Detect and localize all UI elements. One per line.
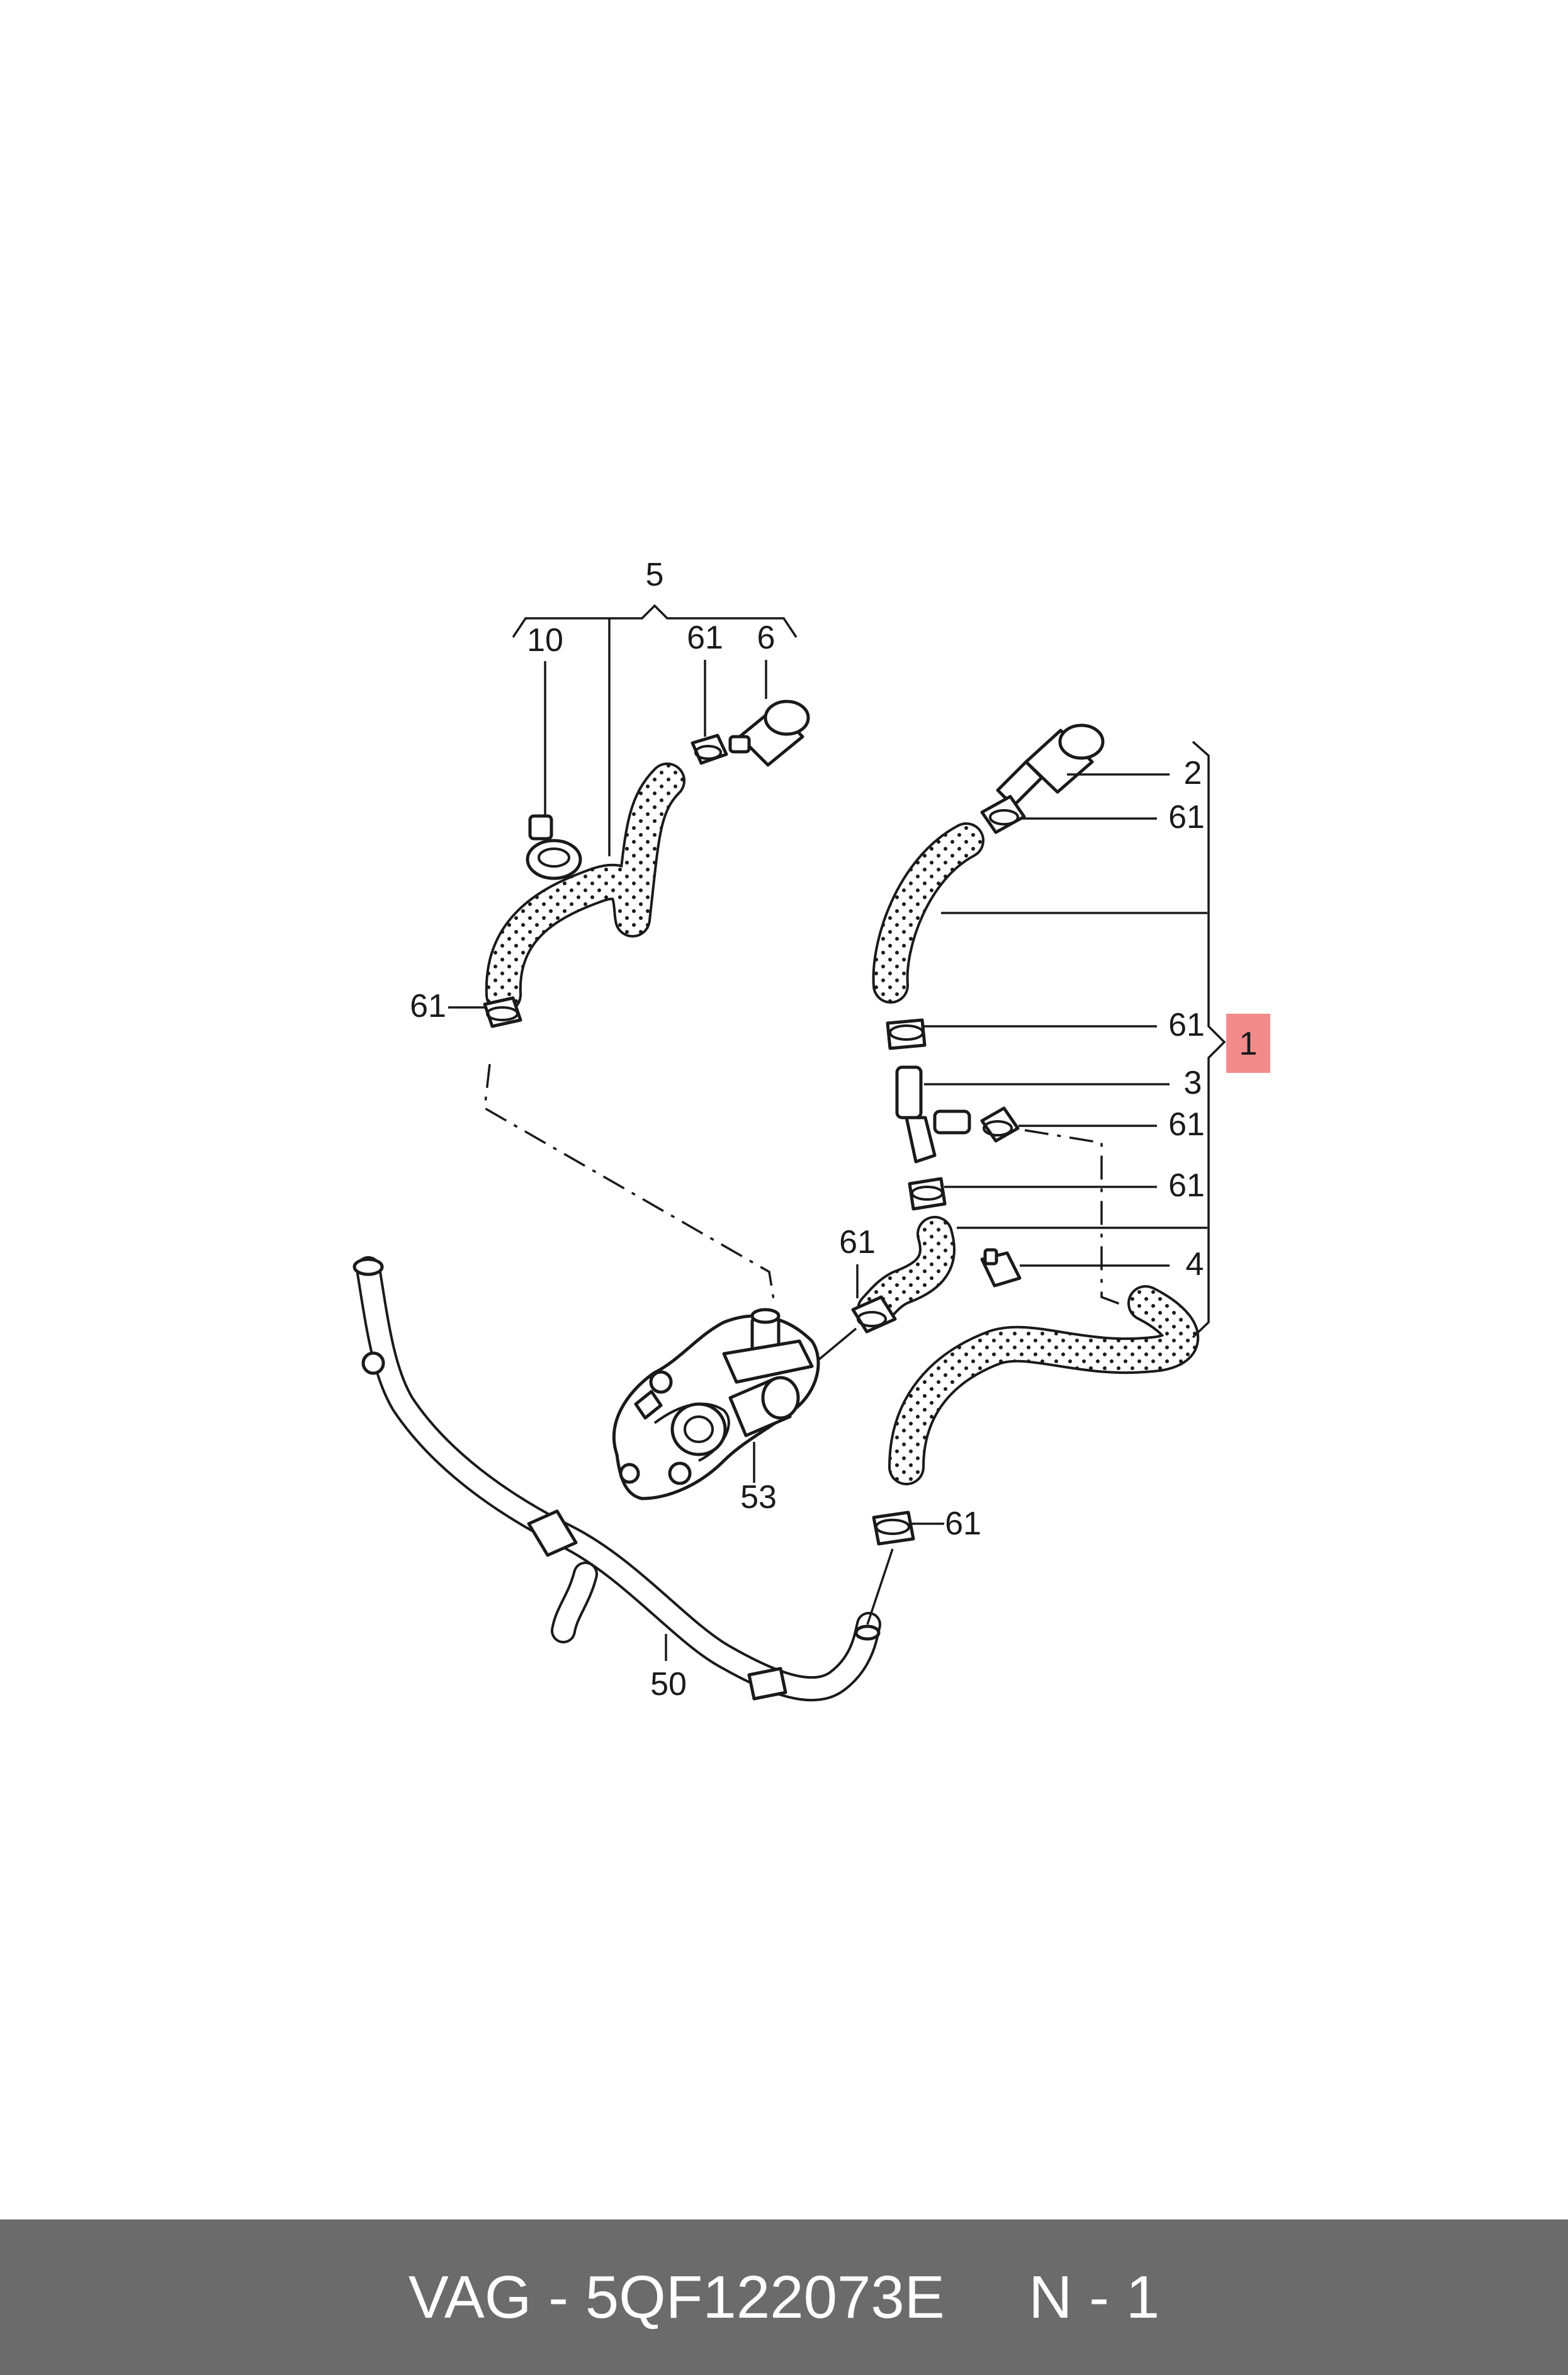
parts-diagram: 5 10 61 6 61	[353, 557, 1270, 1703]
label-61-bottom: 61	[945, 1505, 981, 1542]
label-6: 6	[757, 620, 776, 656]
connector-6: 6	[728, 620, 810, 767]
label-2: 2	[1184, 755, 1202, 791]
label-4: 4	[1186, 1246, 1204, 1283]
footer-bar: VAG - 5QF122073E N - 1	[0, 2219, 1568, 2375]
label-3: 3	[1184, 1065, 1202, 1101]
hose-right-upper	[872, 822, 984, 1004]
clamp-61-mid	[851, 1295, 897, 1334]
label-50: 50	[650, 1666, 687, 1703]
part-number: 5QF122073E	[585, 2263, 945, 2331]
holder-4	[980, 1129, 1127, 1308]
brand-label: VAG	[408, 2263, 532, 2331]
spacer	[945, 2264, 1029, 2331]
group-5-bracket: 5	[512, 557, 798, 856]
label-53: 53	[740, 1479, 777, 1516]
clamp-61-bottom	[872, 1511, 915, 1546]
footer-caption: VAG - 5QF122073E N - 1	[409, 2263, 1159, 2332]
hose-right-middle	[857, 1216, 956, 1328]
label-1: 1	[1239, 1026, 1258, 1062]
clamp-61-left: 61	[410, 988, 776, 1304]
holder-clip-10: 10	[526, 622, 582, 880]
label-61-r2: 61	[1168, 1007, 1205, 1043]
label-5: 5	[646, 557, 664, 593]
label-61-top: 61	[687, 620, 723, 656]
label-61-mid: 61	[839, 1224, 876, 1261]
callouts-right: 2 61 61 3 61 61 4 61 61	[817, 755, 1205, 1542]
group-1-bracket: 1	[941, 740, 1270, 1339]
label-10: 10	[527, 622, 563, 659]
label-61-r4: 61	[1168, 1167, 1205, 1204]
thermostat-housing-53: 53	[612, 1308, 820, 1516]
label-61-r3: 61	[1168, 1106, 1205, 1143]
label-1-highlight	[1226, 1014, 1270, 1073]
quantity-note: N - 1	[1029, 2263, 1160, 2331]
coolant-pipe-50: 50	[353, 1256, 894, 1703]
hose-upper-left	[485, 762, 685, 1013]
clamp-61-right-a	[980, 795, 1026, 834]
connector-3	[895, 1065, 971, 1164]
hose-right-lower	[888, 1285, 1199, 1485]
separator: -	[531, 2263, 585, 2331]
clamp-61-right-b	[886, 1018, 927, 1050]
label-61-left: 61	[410, 988, 446, 1024]
connector-2	[996, 723, 1105, 808]
clamp-61-right-d	[908, 1177, 947, 1211]
clamp-61-top: 61	[687, 620, 728, 765]
label-61-r1: 61	[1168, 799, 1205, 836]
clamp-61-right-c	[980, 1106, 1020, 1143]
